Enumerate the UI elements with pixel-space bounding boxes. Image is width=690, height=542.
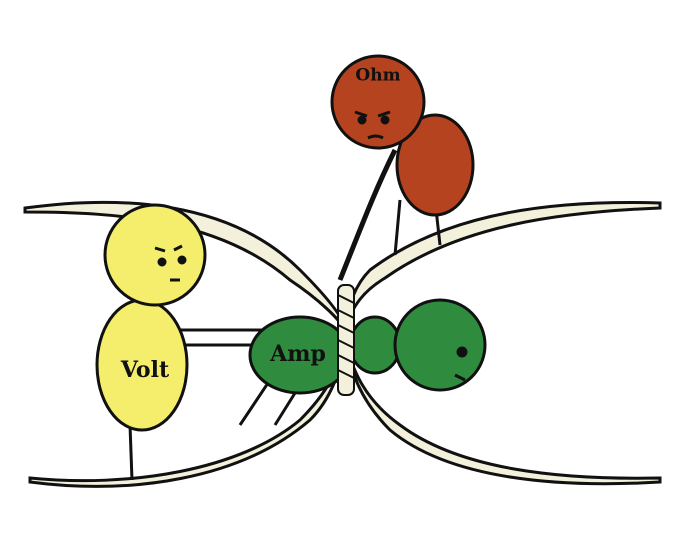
volt-head <box>103 203 207 307</box>
wire-top-right <box>343 201 662 331</box>
volt-label: Volt <box>120 357 170 383</box>
ohm-body <box>395 113 475 217</box>
ohm-head <box>330 54 426 150</box>
amp-head <box>393 298 487 392</box>
volt-character <box>95 203 265 481</box>
amp-label: Amp <box>270 341 326 367</box>
ohm-character <box>330 54 475 281</box>
ohm-label: Ohm <box>355 65 401 86</box>
amp-character <box>238 298 487 426</box>
rope-tie <box>337 284 355 396</box>
